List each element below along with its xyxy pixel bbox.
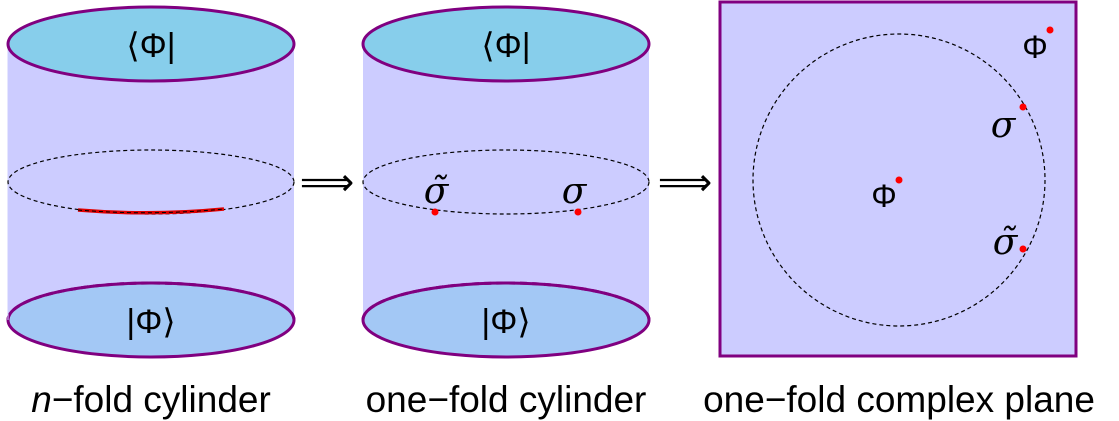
middle-dashed-ellipse xyxy=(7,149,295,215)
top-cap-label: ⟨Φ| xyxy=(126,27,175,65)
cylinder-body xyxy=(8,44,294,320)
label-phi-infinity: Φ xyxy=(1022,29,1048,65)
top-cap-label: ⟨Φ| xyxy=(481,27,530,65)
label-sigma: σ xyxy=(562,171,588,212)
caption-italic-n: n xyxy=(31,379,52,420)
middle-dashed-ellipse xyxy=(362,149,650,215)
label-sigma: σ xyxy=(991,105,1017,146)
panel-one-fold-cylinder: ⟨Φ| |Φ⟩ σ̃ σ one−fold cylinder xyxy=(361,5,651,420)
point-phi-infinity xyxy=(1046,26,1054,34)
point-sigma-tilde xyxy=(1019,245,1027,253)
panel-n-fold-cylinder: ⟨Φ| |Φ⟩ n−fold cylinder xyxy=(6,5,296,420)
cylinder-body xyxy=(363,44,649,320)
panel-one-fold-complex-plane: Φ σ Φ σ̃ one−fold complex plane xyxy=(703,0,1095,420)
top-cap xyxy=(6,5,296,83)
panel-caption: n−fold cylinder xyxy=(31,379,271,420)
label-phi-origin: Φ xyxy=(871,178,897,214)
label-sigma-tilde: σ̃ xyxy=(424,171,450,212)
label-sigma-tilde: σ̃ xyxy=(993,222,1019,263)
bottom-cap-back-dashed xyxy=(361,281,651,321)
panel-caption: one−fold cylinder xyxy=(366,379,647,420)
top-cap xyxy=(361,5,651,83)
point-sigma xyxy=(574,208,582,216)
bottom-cap-back-dashed xyxy=(6,281,296,321)
point-sigma xyxy=(1019,103,1027,111)
branch-cut-dashes xyxy=(77,208,225,214)
bottom-cap-label: |Φ⟩ xyxy=(126,303,175,341)
implies-arrow-1: ⟹ xyxy=(300,160,354,204)
implies-arrow-2: ⟹ xyxy=(658,160,712,204)
panel-caption: one−fold complex plane xyxy=(703,379,1095,420)
point-phi-origin xyxy=(895,176,903,184)
point-sigma-tilde xyxy=(431,208,439,216)
unit-circle-dashed xyxy=(752,33,1046,327)
bottom-cap-label: |Φ⟩ xyxy=(481,303,530,341)
caption-rest: −fold cylinder xyxy=(52,379,271,420)
